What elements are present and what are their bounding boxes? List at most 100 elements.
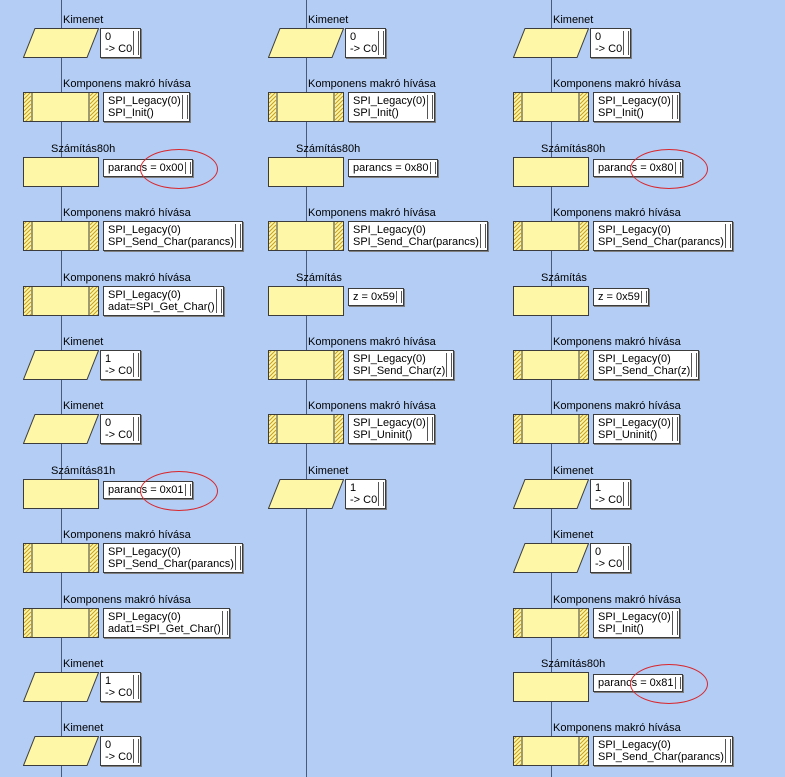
macro-block-shape[interactable] xyxy=(513,221,589,251)
macro-block-shape[interactable] xyxy=(268,92,344,122)
calc-block-shape[interactable] xyxy=(513,157,589,187)
scroll-curl-icon xyxy=(133,353,140,377)
calc-block-shape[interactable] xyxy=(23,157,99,187)
calc-block-shape[interactable] xyxy=(23,479,99,509)
block-title: Komponens makró hívása xyxy=(308,207,436,219)
macro-block-shape[interactable] xyxy=(513,414,589,444)
scroll-curl-icon xyxy=(378,482,385,506)
scroll-curl-icon xyxy=(640,291,647,303)
macro-block-shape[interactable] xyxy=(268,221,344,251)
block-title: Kimenet xyxy=(63,400,104,412)
block-comment-note: SPI_Legacy(0)SPI_Uninit() xyxy=(348,414,435,444)
note-line: z = 0x59 xyxy=(598,291,640,303)
block-title: Kimenet xyxy=(308,14,349,26)
note-line: SPI_Init() xyxy=(353,107,399,119)
output-block-shape[interactable] xyxy=(513,543,589,573)
block-title: Komponens makró hívása xyxy=(63,272,191,284)
macro-block-shape[interactable] xyxy=(23,608,99,638)
macro-block-shape[interactable] xyxy=(513,608,589,638)
block-title: Kimenet xyxy=(553,529,594,541)
note-line: -> C0 xyxy=(105,687,133,699)
block-comment-note: 0-> C0 xyxy=(590,543,632,573)
output-block-shape[interactable] xyxy=(23,414,99,444)
calc-block-shape[interactable] xyxy=(268,286,344,316)
block-title: Számítás80h xyxy=(541,143,606,155)
macro-block-shape[interactable] xyxy=(23,221,99,251)
macro-block-shape[interactable] xyxy=(23,92,99,122)
highlight-circle xyxy=(140,471,218,511)
output-block-shape[interactable] xyxy=(23,672,99,702)
output-block-shape[interactable] xyxy=(23,28,99,58)
macro-block-shape[interactable] xyxy=(513,92,589,122)
calc-block-shape[interactable] xyxy=(513,672,589,702)
scroll-curl-icon xyxy=(378,31,385,55)
scroll-curl-icon xyxy=(181,95,188,119)
note-line: -> C0 xyxy=(105,43,133,55)
block-comment-note: SPI_Legacy(0)adat=SPI_Get_Char() xyxy=(103,286,224,316)
block-title: Komponens makró hívása xyxy=(553,400,681,412)
block-title: Komponens makró hívása xyxy=(63,594,191,606)
macro-block-shape[interactable] xyxy=(513,350,589,380)
note-line: 1 xyxy=(350,482,357,494)
block-comment-note: SPI_Legacy(0)SPI_Init() xyxy=(593,92,680,122)
block-comment-note: SPI_Legacy(0)SPI_Send_Char(parancs) xyxy=(103,221,243,251)
scroll-curl-icon xyxy=(623,546,630,570)
note-line: SPI_Legacy(0) xyxy=(598,417,671,429)
highlight-circle xyxy=(140,149,218,189)
note-line: SPI_Init() xyxy=(598,623,644,635)
note-line: -> C0 xyxy=(350,43,378,55)
note-line: SPI_Legacy(0) xyxy=(108,95,181,107)
output-block-shape[interactable] xyxy=(268,479,344,509)
block-comment-note: parancs = 0x80 xyxy=(348,159,438,177)
flow-connector-line xyxy=(551,0,552,777)
macro-block-shape[interactable] xyxy=(513,736,589,766)
block-title: Számítás80h xyxy=(51,143,116,155)
scroll-curl-icon xyxy=(133,675,140,699)
macro-block-shape[interactable] xyxy=(268,350,344,380)
note-line: SPI_Uninit() xyxy=(353,429,413,441)
block-comment-note: 0-> C0 xyxy=(345,28,387,58)
note-line: 0 xyxy=(595,31,602,43)
note-line: SPI_Legacy(0) xyxy=(108,289,181,301)
scroll-curl-icon xyxy=(234,546,241,570)
block-title: Komponens makró hívása xyxy=(308,336,436,348)
block-comment-note: 1-> C0 xyxy=(590,479,632,509)
block-title: Számítás80h xyxy=(541,658,606,670)
block-title: Komponens makró hívása xyxy=(553,78,681,90)
note-line: 1 xyxy=(105,675,112,687)
macro-block-shape[interactable] xyxy=(23,543,99,573)
note-line: 1 xyxy=(105,353,112,365)
output-block-shape[interactable] xyxy=(513,28,589,58)
calc-block-shape[interactable] xyxy=(513,286,589,316)
block-comment-note: SPI_Legacy(0)SPI_Init() xyxy=(348,92,435,122)
note-line: SPI_Legacy(0) xyxy=(353,95,426,107)
note-line: SPI_Legacy(0) xyxy=(108,224,181,236)
output-block-shape[interactable] xyxy=(513,479,589,509)
block-comment-note: 0-> C0 xyxy=(590,28,632,58)
note-line: -> C0 xyxy=(350,494,378,506)
note-line: SPI_Send_Char(parancs) xyxy=(598,751,724,763)
note-line: SPI_Send_Char(parancs) xyxy=(108,558,234,570)
block-title: Komponens makró hívása xyxy=(63,207,191,219)
note-line: SPI_Legacy(0) xyxy=(108,611,181,623)
macro-block-shape[interactable] xyxy=(23,286,99,316)
calc-block-shape[interactable] xyxy=(268,157,344,187)
output-block-shape[interactable] xyxy=(23,350,99,380)
note-line: SPI_Send_Char(parancs) xyxy=(108,236,234,248)
block-title: Kimenet xyxy=(308,465,349,477)
block-comment-note: SPI_Legacy(0)SPI_Init() xyxy=(103,92,190,122)
output-block-shape[interactable] xyxy=(23,736,99,766)
block-comment-note: SPI_Legacy(0)SPI_Send_Char(parancs) xyxy=(593,221,733,251)
macro-block-shape[interactable] xyxy=(268,414,344,444)
block-comment-note: z = 0x59 xyxy=(593,288,649,306)
note-line: SPI_Init() xyxy=(108,107,154,119)
block-comment-note: 0-> C0 xyxy=(100,736,142,766)
note-line: -> C0 xyxy=(595,494,623,506)
note-line: 0 xyxy=(105,417,112,429)
block-title: Kimenet xyxy=(63,658,104,670)
note-line: SPI_Send_Char(z) xyxy=(598,365,691,377)
block-comment-note: SPI_Legacy(0)SPI_Send_Char(z) xyxy=(348,350,455,380)
note-line: SPI_Legacy(0) xyxy=(598,224,671,236)
output-block-shape[interactable] xyxy=(268,28,344,58)
block-title: Komponens makró hívása xyxy=(553,336,681,348)
